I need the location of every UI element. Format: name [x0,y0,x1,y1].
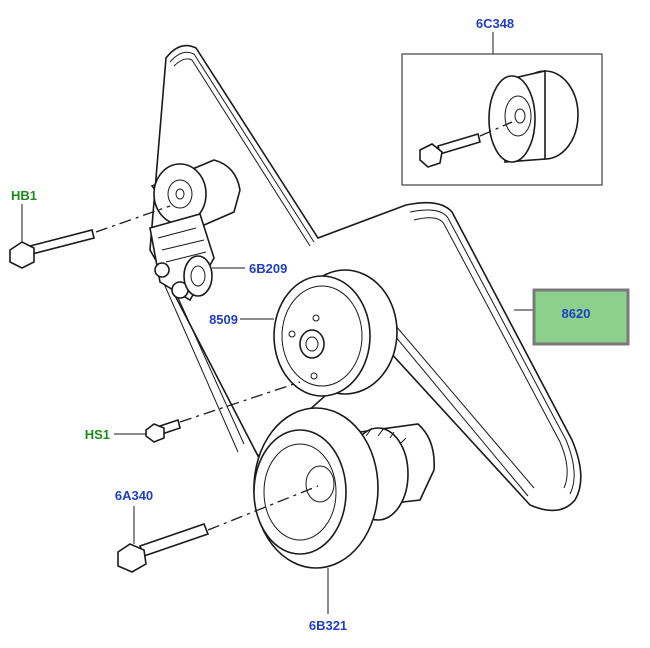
crank-bolt [117,485,319,573]
pulley-8509 [240,269,398,397]
label-HS1: HS1 [85,427,110,442]
highlight-box [532,288,630,346]
label-6A340: 6A340 [115,488,153,503]
label-6B209: 6B209 [249,261,287,276]
inset-tensioner-pulley [401,32,603,186]
tensioner-bolt [9,204,171,269]
bolt-hs1 [114,381,301,443]
label-6B321: 6B321 [309,618,347,633]
label-8620[interactable]: 8620 [562,306,591,321]
label-8509: 8509 [209,312,238,327]
idler-pulley [183,255,245,297]
label-6C348: 6C348 [476,16,514,31]
crank-pulley [253,407,435,614]
label-HB1: HB1 [11,188,37,203]
